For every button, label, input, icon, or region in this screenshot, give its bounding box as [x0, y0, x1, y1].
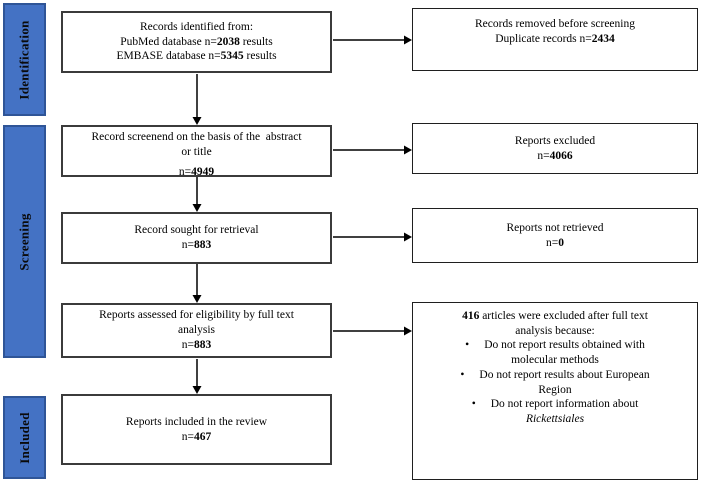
- box-records-screened: Record screenend on the basis of the abs…: [61, 125, 332, 179]
- box-fulltext-excluded: 416 articles were excluded after full te…: [412, 302, 698, 480]
- stage-included-label: Included: [16, 411, 32, 464]
- arrow-screened-to-excluded: [333, 145, 412, 155]
- records-screened-count: n=4949: [178, 166, 215, 179]
- box-records-sought: Record sought for retrieval n=883: [61, 212, 332, 264]
- stage-screening: Screening: [3, 125, 46, 358]
- bullet-icon: •: [471, 398, 476, 411]
- arrow-screened-to-sought: [192, 177, 202, 212]
- arrow-identified-to-removed: [333, 35, 412, 45]
- reports-not-retrieved-line1: Reports not retrieved: [506, 221, 604, 234]
- box-reports-excluded: Reports excluded n=4066: [412, 123, 698, 174]
- fulltext-reason-rickettsiales: •Do not report information about Rickett…: [471, 398, 639, 426]
- arrow-identified-to-screened: [192, 74, 202, 125]
- records-sought-count: n=883: [181, 239, 212, 251]
- stage-identification: Identification: [3, 3, 46, 116]
- fulltext-excluded-line2: analysis because:: [515, 324, 595, 337]
- reports-not-retrieved-count: n=0: [546, 236, 564, 249]
- reports-included-line1: Reports included in the review: [125, 415, 268, 428]
- arrow-sought-to-not-retrieved: [333, 232, 412, 242]
- records-identified-pubmed: PubMed database n=2038 results: [120, 35, 273, 48]
- records-screened-line2: or title: [181, 145, 212, 158]
- records-sought-line1: Record sought for retrieval: [134, 224, 259, 237]
- fulltext-reason-molecular: •Do not report results obtained with mol…: [465, 339, 645, 367]
- box-reports-included: Reports included in the review n=467: [61, 394, 332, 465]
- arrow-eligibility-to-included: [192, 359, 202, 394]
- fulltext-excluded-line1: 416 articles were excluded after full te…: [462, 310, 648, 322]
- box-reports-not-retrieved: Reports not retrieved n=0: [412, 208, 698, 263]
- records-identified-embase: EMBASE database n=5345 results: [116, 50, 277, 63]
- records-removed-line1: Records removed before screening: [475, 18, 635, 30]
- arrow-eligibility-to-fulltext: [333, 326, 412, 336]
- box-reports-assessed: Reports assessed for eligibility by full…: [61, 303, 332, 358]
- records-screened-line1: Record screenend on the basis of the abs…: [91, 131, 302, 143]
- records-identified-title: Records identified from:: [139, 20, 254, 33]
- bullet-icon: •: [460, 368, 465, 381]
- reports-excluded-count: n=4066: [537, 149, 573, 162]
- fulltext-reason-european: •Do not report results about European Re…: [460, 368, 650, 396]
- reports-included-count: n=467: [181, 430, 212, 443]
- stage-included: Included: [3, 396, 46, 479]
- reports-assessed-line2: analysis: [177, 324, 216, 337]
- arrow-sought-to-eligibility: [192, 264, 202, 303]
- stage-screening-label: Screening: [16, 212, 32, 271]
- reports-assessed-count: n=883: [181, 338, 212, 351]
- stage-identification-label: Identification: [16, 19, 32, 100]
- bullet-icon: •: [465, 339, 470, 352]
- reports-excluded-line1: Reports excluded: [514, 134, 596, 147]
- box-records-identified: Records identified from: PubMed database…: [61, 11, 332, 73]
- reports-assessed-line1: Reports assessed for eligibility by full…: [99, 309, 294, 322]
- records-removed-count: Duplicate records n=2434: [495, 32, 615, 45]
- box-records-removed: Records removed before screening Duplica…: [412, 8, 698, 71]
